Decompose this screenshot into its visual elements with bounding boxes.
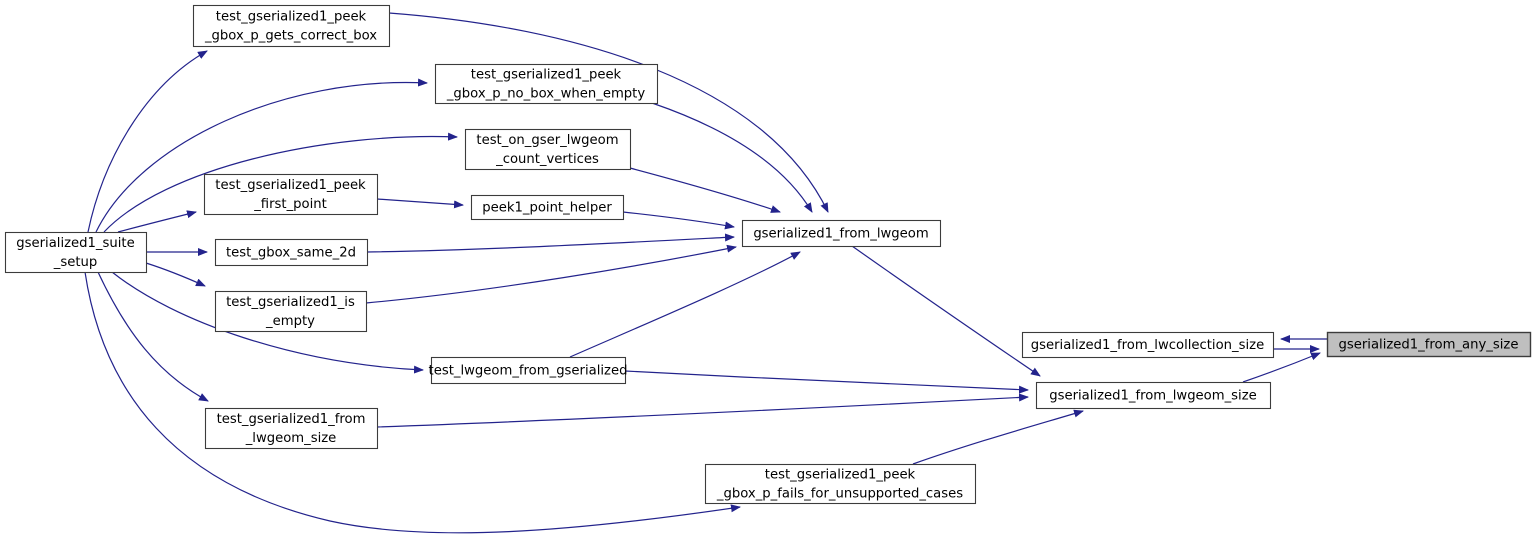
edge-gserialized1_suite_setup--to--test_gserialized1_peek_first_point <box>117 210 197 233</box>
node-label: _gbox_p_no_box_when_empty <box>446 87 646 102</box>
node-label: gserialized1_from_any_size <box>1339 338 1519 353</box>
node-peek1_point_helper[interactable]: peek1_point_helper <box>470 194 625 221</box>
edge-test_gserialized1_is_empty--to--gserialized1_from_lwgeom <box>365 244 737 304</box>
node-label: gserialized1_from_lwcollection_size <box>1031 338 1264 353</box>
node-test_lwgeom_from_gserialized[interactable]: test_lwgeom_from_gserialized <box>429 356 628 385</box>
node-label: peek1_point_helper <box>482 201 612 216</box>
edge-gserialized1_suite_setup--to--test_gserialized1_peek_gbox_p_gets_correct_box <box>87 50 208 233</box>
node-label: _empty <box>265 314 315 329</box>
edge-test_lwgeom_from_gserialized--to--gserialized1_from_lwgeom_size <box>624 370 1029 394</box>
edge-gserialized1_from_lwgeom_size--to--gserialized1_from_any_size <box>1242 352 1321 383</box>
node-label: _gbox_p_fails_for_unsupported_cases <box>716 487 963 502</box>
node-label: test_lwgeom_from_gserialized <box>429 364 628 379</box>
node-label: _lwgeom_size <box>245 431 337 446</box>
node-label: test_gserialized1_is <box>226 295 355 310</box>
edge-test_on_gser_lwgeom_count_vertices--to--gserialized1_from_lwgeom <box>629 167 781 213</box>
node-test_gserialized1_peek_gbox_p_no_box_when_empty[interactable]: test_gserialized1_peek _gbox_p_no_box_whe… <box>434 63 659 105</box>
node-box <box>464 128 632 171</box>
edge-gserialized1_suite_setup--to--test_lwgeom_from_gserialized <box>111 271 424 374</box>
node-gserialized1_from_lwgeom_size[interactable]: gserialized1_from_lwgeom_size <box>1035 381 1272 410</box>
node-test_gserialized1_peek_gbox_p_gets_correct_box[interactable]: test_gserialized1_peek _gbox_p_gets_corre… <box>192 4 391 48</box>
node-box <box>1326 331 1532 358</box>
edge-test_gserialized1_peek_gbox_p_no_box_when_empty--to--gserialized1_from_lwgeom <box>651 102 813 213</box>
node-test_gserialized1_peek_gbox_p_fails_for_unsupported_cases[interactable]: test_gserialized1_peek _gbox_p_fails_for_… <box>704 463 977 505</box>
node-box <box>430 356 627 385</box>
node-label: _setup <box>53 255 97 270</box>
node-test_gserialized1_from_lwgeom_size[interactable]: test_gserialized1_from _lwgeom_size <box>204 407 379 450</box>
edge-gserialized1_suite_setup--to--test_gserialized1_is_empty <box>145 262 206 287</box>
node-label: gserialized1_from_lwgeom <box>753 227 928 242</box>
node-box <box>192 4 391 48</box>
node-test_on_gser_lwgeom_count_vertices[interactable]: test_on_gser_lwgeom _count_vertices <box>464 128 632 171</box>
edge-test_gserialized1_peek_first_point--to--peek1_point_helper <box>376 198 464 209</box>
edge-test_gserialized1_peek_gbox_p_gets_correct_box--to--gserialized1_from_lwgeom <box>388 12 829 213</box>
node-label: _first_point <box>253 197 327 212</box>
node-box <box>204 407 379 450</box>
node-label: _count_vertices <box>495 152 599 167</box>
node-box <box>434 63 659 105</box>
edge-gserialized1_suite_setup--to--test_gserialized1_peek_gbox_p_fails_for_unsupported_cases <box>84 271 741 534</box>
node-box <box>1035 381 1272 410</box>
edge-test_gbox_same_2d--to--gserialized1_from_lwgeom <box>366 233 735 253</box>
node-label: test_gserialized1_peek <box>215 178 366 193</box>
node-label: test_gserialized1_peek <box>471 68 622 83</box>
node-box <box>741 219 942 248</box>
node-box <box>214 238 369 267</box>
node-label: test_on_gser_lwgeom <box>476 133 618 148</box>
edge-gserialized1_suite_setup--to--test_gserialized1_peek_gbox_p_no_box_when_empty <box>95 78 428 233</box>
node-gserialized1_from_any_size: gserialized1_from_any_size <box>1326 331 1532 358</box>
node-gserialized1_from_lwcollection_size[interactable]: gserialized1_from_lwcollection_size <box>1021 331 1275 359</box>
edge-peek1_point_helper--to--gserialized1_from_lwgeom <box>622 211 735 230</box>
node-label: test_gbox_same_2d <box>226 246 356 261</box>
node-gserialized1_from_lwgeom[interactable]: gserialized1_from_lwgeom <box>741 219 942 248</box>
node-box <box>704 463 977 505</box>
node-label: test_gserialized1_peek <box>216 10 367 25</box>
node-box <box>1021 331 1275 359</box>
node-box <box>214 290 368 333</box>
edge-test_gserialized1_peek_gbox_p_fails_for_unsupported_cases--to--gserialized1_from_lwgeom_size <box>912 409 1084 465</box>
node-test_gserialized1_is_empty[interactable]: test_gserialized1_is _empty <box>214 290 368 333</box>
edge-gserialized1_from_lwgeom--to--gserialized1_from_lwgeom_size <box>851 245 1041 377</box>
node-test_gserialized1_peek_first_point[interactable]: test_gserialized1_peek _first_point <box>203 173 379 216</box>
node-box <box>203 173 379 216</box>
edge-gserialized1_suite_setup--to--test_gserialized1_from_lwgeom_size <box>97 271 209 402</box>
node-label: test_gserialized1_peek <box>765 468 916 483</box>
node-label: _gbox_p_gets_correct_box <box>204 29 377 44</box>
edge-test_lwgeom_from_gserialized--to--gserialized1_from_lwgeom <box>569 251 801 358</box>
node-test_gbox_same_2d[interactable]: test_gbox_same_2d <box>214 238 369 267</box>
node-label: gserialized1_suite <box>16 236 134 251</box>
node-box <box>470 194 625 221</box>
edge-test_gserialized1_from_lwgeom_size--to--gserialized1_from_lwgeom_size <box>376 393 1029 428</box>
node-box <box>4 231 148 274</box>
node-gserialized1_suite_setup[interactable]: gserialized1_suite _setup <box>4 231 148 274</box>
node-label: test_gserialized1_from <box>217 412 366 427</box>
node-label: gserialized1_from_lwgeom_size <box>1049 389 1257 404</box>
edge-gserialized1_suite_setup--to--test_on_gser_lwgeom_count_vertices <box>103 132 458 233</box>
